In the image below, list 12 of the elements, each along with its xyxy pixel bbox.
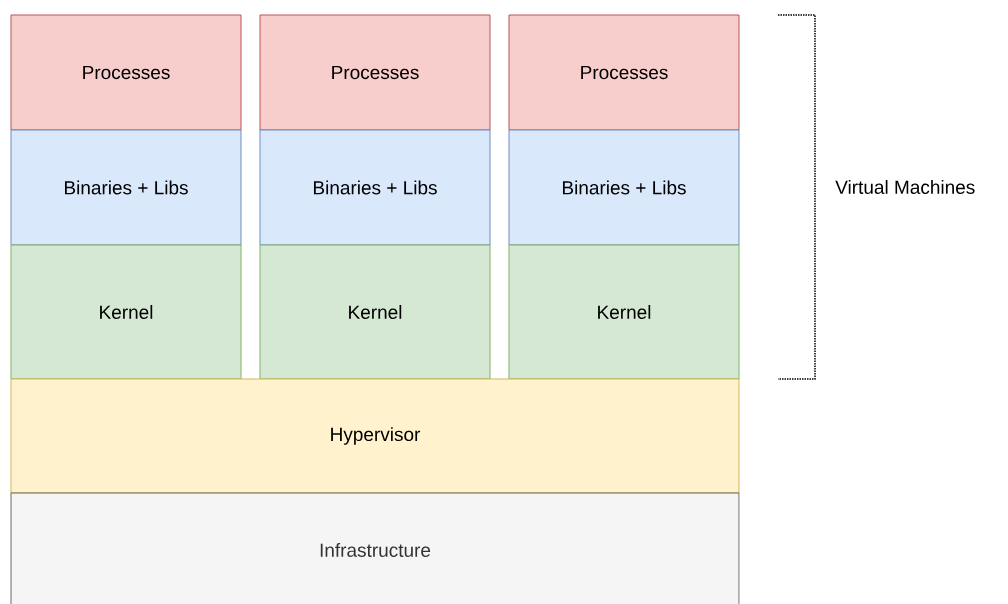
library-box: Binaries + Libs <box>10 129 242 246</box>
library-box: Binaries + Libs <box>508 129 740 246</box>
library-box: Binaries + Libs <box>259 129 491 246</box>
process-box: Processes <box>508 14 740 131</box>
process-box: Processes <box>10 14 242 131</box>
kernel-box: Kernel <box>508 244 740 380</box>
bracket-label: Virtual Machines <box>835 180 975 194</box>
process-box: Processes <box>259 14 491 131</box>
infrastructure-band: Infrastructure <box>10 492 740 604</box>
kernel-box: Kernel <box>259 244 491 380</box>
kernel-box: Kernel <box>10 244 242 380</box>
hypervisor-band: Hypervisor <box>10 378 740 494</box>
